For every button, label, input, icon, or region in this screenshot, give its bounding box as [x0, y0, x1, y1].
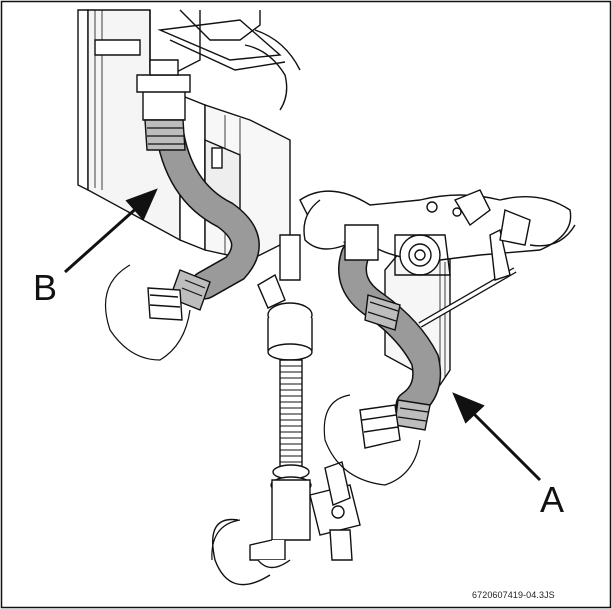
corrugated-pipe: [257, 234, 313, 494]
arrow-b: [64, 188, 158, 274]
flexible-hose-b: [136, 59, 260, 321]
callout-label-a: A: [540, 479, 565, 520]
callout-label-b: B: [33, 267, 58, 308]
flexible-hose-a: [338, 224, 442, 449]
arrow-a: [452, 392, 542, 482]
figure-reference-code: 6720607419-04.3JS: [472, 590, 555, 600]
appliance-body: [77, 9, 301, 261]
gas-valve: [211, 461, 361, 586]
wall-plates: [104, 264, 421, 561]
